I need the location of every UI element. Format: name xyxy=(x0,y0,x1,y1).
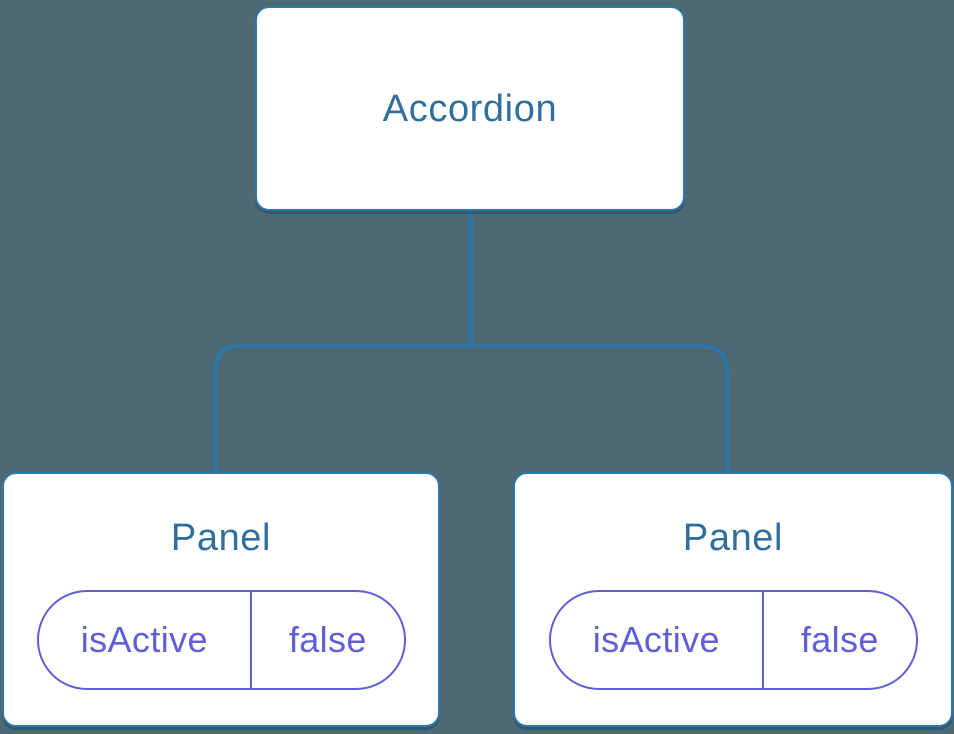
state-value-right: false xyxy=(762,592,915,688)
state-name-right: isActive xyxy=(592,619,720,660)
state-pill-left: isActive false xyxy=(36,590,406,690)
tree-node-panel-right: Panel isActive false xyxy=(513,472,953,727)
tree-node-accordion: Accordion xyxy=(255,6,685,211)
node-label-panel-left: Panel xyxy=(170,517,272,559)
state-pill-right: isActive false xyxy=(548,590,918,690)
state-value-left: false xyxy=(250,592,403,688)
state-name-left: isActive xyxy=(80,619,208,660)
node-label-accordion: Accordion xyxy=(382,87,558,130)
bracket-line xyxy=(213,344,729,473)
node-label-panel-right: Panel xyxy=(682,517,784,559)
tree-node-panel-left: Panel isActive false xyxy=(2,472,440,727)
